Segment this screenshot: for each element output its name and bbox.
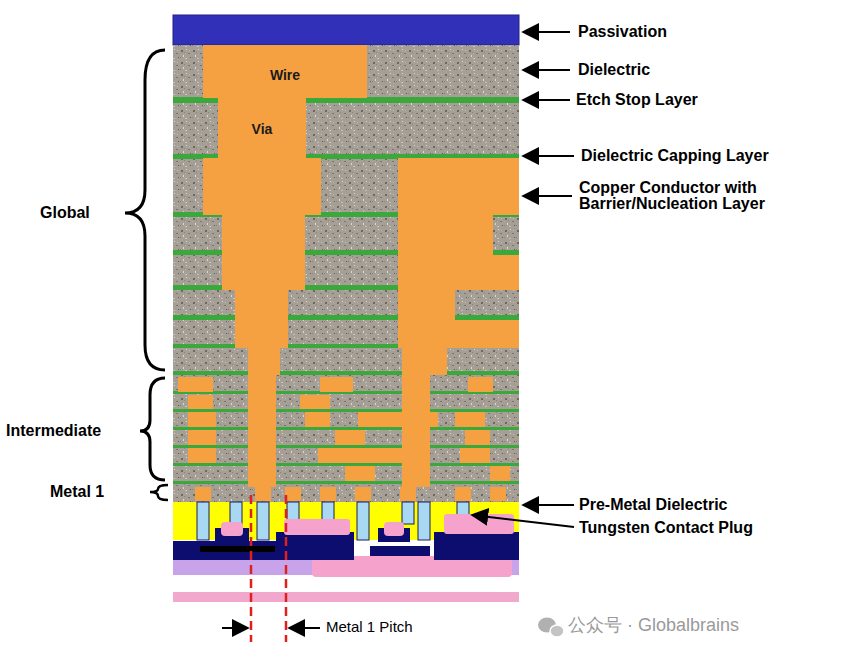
copper-wire — [398, 255, 519, 290]
layer-callout: Tungsten Contact Plug — [579, 519, 819, 537]
dielectric-stack — [173, 45, 519, 502]
copper-wire — [222, 255, 305, 290]
diffusion — [434, 532, 519, 560]
copper-wire — [305, 412, 330, 427]
level-label: Global — [40, 204, 130, 222]
level-label: Intermediate — [6, 422, 136, 440]
leader-arrow — [472, 515, 574, 527]
layer-callout: Pre-Metal Dielectric — [579, 496, 799, 514]
pitch-line — [285, 495, 288, 642]
capping-line — [173, 445, 519, 448]
copper-wire — [178, 377, 213, 392]
gate — [221, 522, 243, 536]
watermark-icon — [538, 618, 564, 638]
capping-line — [173, 315, 519, 320]
metal1-line — [195, 487, 211, 501]
contact-pad — [284, 519, 350, 535]
dimension-label: Metal 1 Pitch — [326, 618, 476, 635]
copper-wire — [188, 412, 216, 427]
watermark: 公众号 · Globalbrains — [568, 615, 828, 636]
tungsten-plug — [197, 502, 209, 540]
capping-line — [173, 371, 519, 375]
layer-callout: Passivation — [578, 23, 778, 41]
silicide — [200, 546, 275, 552]
copper-wire — [455, 412, 485, 427]
leader-arrow — [523, 31, 570, 33]
copper-via — [235, 290, 288, 320]
brace — [150, 485, 168, 500]
gate — [384, 522, 404, 536]
copper-column — [248, 375, 276, 487]
leader-arrow — [523, 504, 574, 506]
watermark-icon — [550, 625, 564, 637]
shape-label: Via — [252, 121, 273, 158]
diffusion — [370, 546, 430, 556]
copper-wire — [320, 377, 353, 392]
copper-wire — [398, 158, 519, 215]
metal1-line — [320, 487, 336, 501]
copper-via — [345, 466, 375, 481]
tungsten-plug — [257, 502, 269, 540]
copper-wire — [318, 448, 413, 463]
copper-via — [490, 466, 510, 481]
leader-arrow — [523, 195, 572, 197]
copper-via — [335, 430, 365, 445]
copper-shape: Via — [218, 98, 306, 158]
metal1-line — [455, 487, 471, 501]
capping-line — [173, 481, 519, 484]
substrate — [173, 592, 519, 602]
tungsten-plug — [418, 502, 430, 540]
layer-callout: Copper Conductor with Barrier/Nucleation… — [579, 180, 804, 212]
tungsten-plug — [402, 502, 414, 524]
metal1-line — [400, 487, 416, 501]
pitch-arrow — [289, 627, 320, 629]
copper-via — [398, 290, 455, 320]
contact-pad — [444, 514, 514, 534]
copper-via — [465, 430, 490, 445]
tungsten-plug — [357, 502, 369, 540]
leader-arrow — [523, 155, 574, 157]
metal1-line — [285, 487, 301, 501]
brace — [140, 378, 165, 480]
metal1-line — [355, 487, 371, 501]
metal1-line — [255, 487, 271, 501]
copper-via — [222, 215, 305, 255]
copper-wire — [358, 412, 438, 427]
etch-stop-line — [173, 463, 519, 466]
copper-column — [402, 375, 430, 487]
diffusion — [173, 541, 280, 560]
pitch-line — [250, 495, 253, 642]
copper-wire — [468, 377, 493, 392]
layer-callout: Dielectric Capping Layer — [581, 147, 821, 165]
copper-via — [398, 215, 493, 255]
copper-wire — [235, 320, 288, 348]
copper-via — [188, 430, 216, 445]
level-label: Metal 1 — [50, 483, 150, 501]
pitch-arrow — [222, 627, 248, 629]
copper-wire — [188, 448, 216, 463]
passivation-layer — [173, 15, 519, 45]
capping-line — [173, 409, 519, 412]
copper-via — [402, 348, 447, 375]
brace — [125, 50, 165, 370]
shape-label: Wire — [270, 67, 300, 98]
copper-shape: Wire — [203, 45, 367, 98]
tungsten-plug — [230, 502, 242, 524]
leader-arrow — [523, 69, 570, 71]
layer-callout: Etch Stop Layer — [576, 91, 796, 109]
copper-wire — [460, 448, 490, 463]
copper-via — [248, 348, 280, 375]
etch-stop-line — [173, 427, 519, 430]
diffusion — [276, 532, 354, 560]
copper-wire — [398, 320, 519, 348]
leader-arrow — [523, 99, 570, 101]
layer-callout: Dielectric — [578, 61, 778, 79]
copper-wire — [203, 158, 321, 215]
copper-via — [188, 395, 213, 409]
metal1-line — [490, 487, 506, 501]
copper-via — [300, 395, 330, 409]
